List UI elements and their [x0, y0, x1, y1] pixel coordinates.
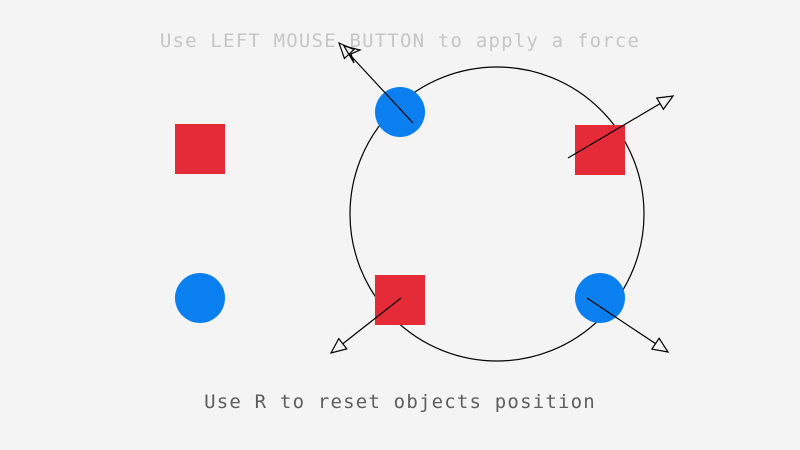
- force-arrow-circle-bottom-right: [586, 297, 670, 353]
- force-arrow-square-top-right: [567, 95, 675, 159]
- body-square-left[interactable]: [175, 124, 225, 174]
- hint-apply-force: Use LEFT MOUSE BUTTON to apply a force: [159, 30, 641, 52]
- body-circle-bottom-right[interactable]: [575, 273, 625, 323]
- body-square-top-right[interactable]: [575, 125, 625, 175]
- mouse-cursor-icon: [342, 45, 362, 64]
- body-circle-top[interactable]: [375, 87, 425, 137]
- constraint-circle: [349, 66, 645, 362]
- body-square-bottom[interactable]: [375, 275, 425, 325]
- force-arrow-square-bottom: [329, 297, 402, 354]
- body-circle-left[interactable]: [175, 273, 225, 323]
- hint-reset-objects: Use R to reset objects position: [204, 391, 596, 413]
